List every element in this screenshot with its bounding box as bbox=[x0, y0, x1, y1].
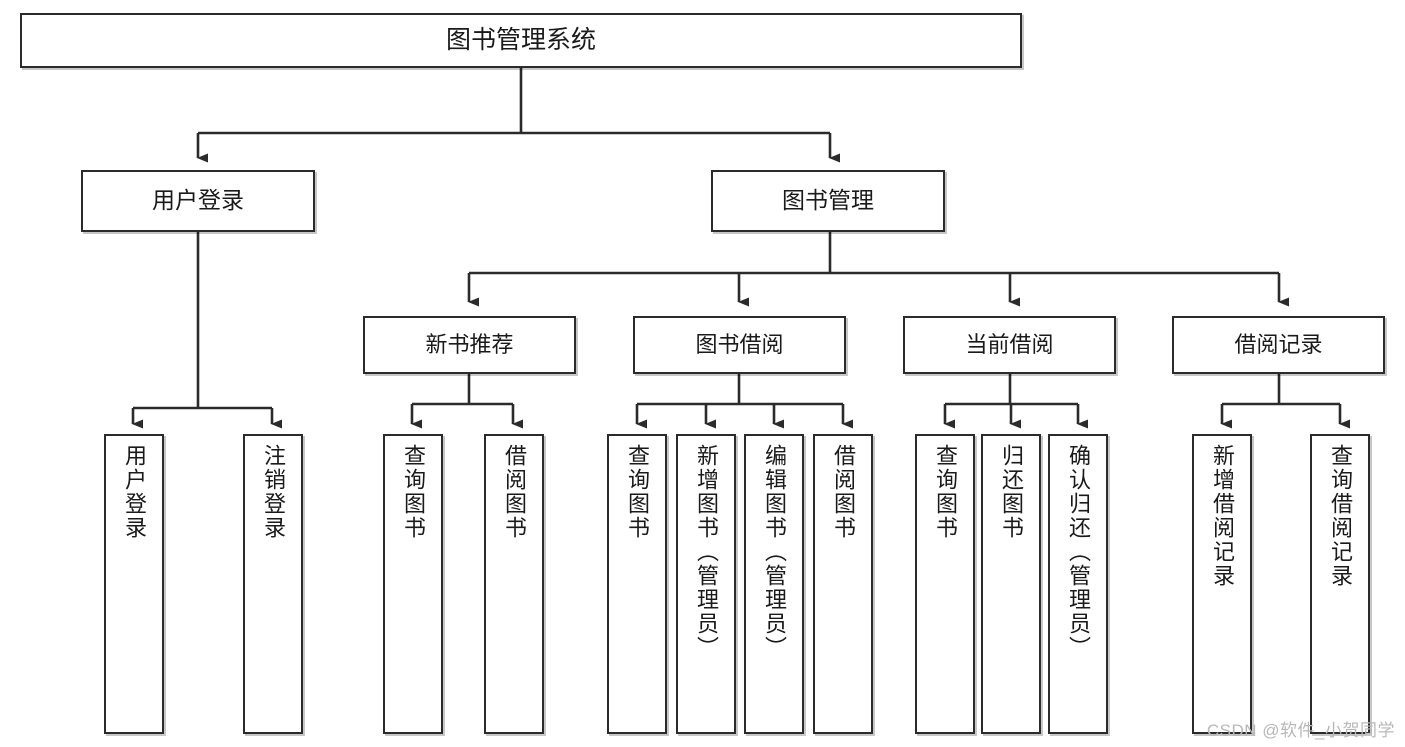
node-label-user-login: 用户登录 bbox=[152, 187, 244, 214]
node-leaf-edit-book[interactable]: 编辑图书（管理员） bbox=[744, 434, 804, 734]
node-label-leaf-add-record: 新增借阅记录 bbox=[1210, 444, 1235, 588]
node-leaf-return-book[interactable]: 归还图书 bbox=[981, 434, 1041, 734]
node-book-manage[interactable]: 图书管理 bbox=[711, 170, 945, 232]
node-label-leaf-edit-book: 编辑图书（管理员） bbox=[762, 444, 787, 660]
node-label-book-borrow: 图书借阅 bbox=[695, 332, 784, 358]
node-label-leaf-borrow-book-2: 借阅图书 bbox=[831, 444, 856, 540]
node-label-leaf-add-book: 新增图书（管理员） bbox=[694, 444, 719, 660]
node-label-current-borrow: 当前借阅 bbox=[965, 332, 1054, 358]
node-leaf-user-login[interactable]: 用户登录 bbox=[104, 434, 164, 734]
node-label-new-book-rec: 新书推荐 bbox=[425, 332, 514, 358]
node-leaf-query-book-1[interactable]: 查询图书 bbox=[383, 434, 443, 734]
node-leaf-add-book[interactable]: 新增图书（管理员） bbox=[676, 434, 736, 734]
node-label-leaf-query-book-3: 查询图书 bbox=[933, 444, 958, 540]
node-label-book-manage: 图书管理 bbox=[782, 187, 874, 214]
node-leaf-query-book-3[interactable]: 查询图书 bbox=[915, 434, 975, 734]
node-label-leaf-user-login: 用户登录 bbox=[122, 444, 147, 540]
node-root-system[interactable]: 图书管理系统 bbox=[20, 13, 1022, 68]
node-leaf-confirm-return[interactable]: 确认归还（管理员） bbox=[1048, 434, 1108, 734]
node-book-borrow[interactable]: 图书借阅 bbox=[633, 316, 846, 374]
node-label-root: 图书管理系统 bbox=[445, 25, 596, 54]
node-leaf-logout[interactable]: 注销登录 bbox=[243, 434, 303, 734]
node-leaf-borrow-book-2[interactable]: 借阅图书 bbox=[813, 434, 873, 734]
node-label-borrow-record: 借阅记录 bbox=[1234, 332, 1323, 358]
node-leaf-add-record[interactable]: 新增借阅记录 bbox=[1192, 434, 1252, 734]
node-leaf-query-book-2[interactable]: 查询图书 bbox=[607, 434, 667, 734]
node-label-leaf-borrow-book-1: 借阅图书 bbox=[502, 444, 527, 540]
node-user-login[interactable]: 用户登录 bbox=[81, 170, 315, 232]
node-label-leaf-return-book: 归还图书 bbox=[999, 444, 1024, 540]
node-label-leaf-query-book-1: 查询图书 bbox=[401, 444, 426, 540]
node-label-leaf-confirm-return: 确认归还（管理员） bbox=[1066, 444, 1091, 660]
node-label-leaf-query-record: 查询借阅记录 bbox=[1328, 444, 1353, 588]
node-borrow-record[interactable]: 借阅记录 bbox=[1172, 316, 1385, 374]
node-label-leaf-query-book-2: 查询图书 bbox=[625, 444, 650, 540]
node-leaf-query-record[interactable]: 查询借阅记录 bbox=[1310, 434, 1370, 734]
node-new-book-rec[interactable]: 新书推荐 bbox=[363, 316, 576, 374]
node-label-leaf-logout: 注销登录 bbox=[261, 444, 286, 540]
node-leaf-borrow-book-1[interactable]: 借阅图书 bbox=[484, 434, 544, 734]
node-current-borrow[interactable]: 当前借阅 bbox=[903, 316, 1116, 374]
